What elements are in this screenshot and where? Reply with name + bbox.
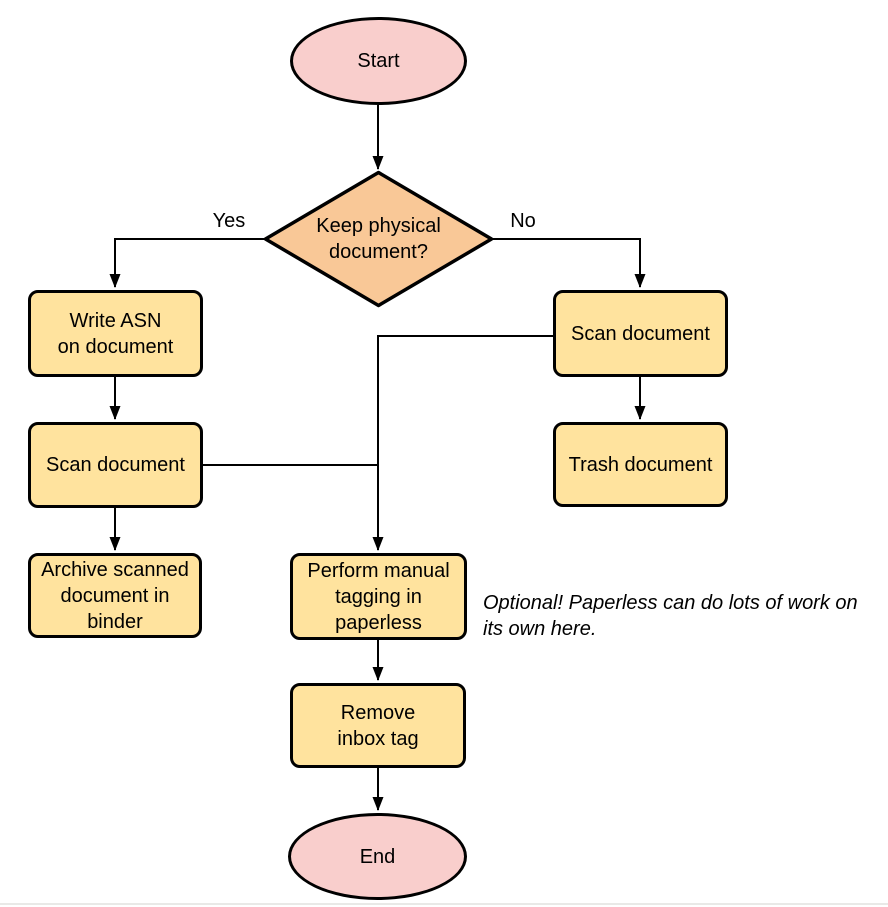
node-scan-document-left: Scan document (28, 422, 203, 508)
node-write-asn: Write ASN on document (28, 290, 203, 377)
edge-scan-right-to-tagging (372, 335, 553, 551)
node-remove-inbox-tag: Remove inbox tag (290, 683, 466, 768)
node-start: Start (290, 17, 467, 105)
node-decision-label: Keep physical document? (316, 215, 441, 263)
node-decision-shape (263, 170, 494, 308)
page-bottom-divider (0, 903, 888, 905)
edge-label-no: No (510, 210, 536, 232)
node-trash-document: Trash document (553, 422, 728, 507)
note-optional: Optional! Paperless can do lots of work … (483, 592, 858, 640)
node-archive-binder: Archive scanned document in binder (28, 553, 202, 638)
node-manual-tagging: Perform manual tagging in paperless (290, 553, 467, 640)
edge-decision-yes-to-write-asn (109, 238, 265, 288)
edge-decision-no-to-scan (492, 238, 646, 288)
node-end: End (288, 813, 467, 900)
edge-label-yes: Yes (212, 210, 246, 232)
node-scan-document-right: Scan document (553, 290, 728, 377)
